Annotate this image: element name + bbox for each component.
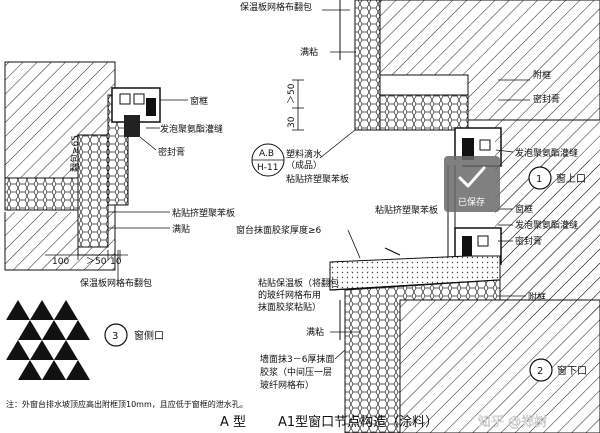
dim-10-label: 10 — [110, 257, 122, 267]
ref-ab-label: A.B — [259, 149, 274, 159]
wall-plaster-1: 墙面抹3－6厚抹面 — [260, 353, 334, 365]
left-detail: 100 ＞50 10 翻包≥65 窗框 发泡聚氨酯灌缝 密封膏 粘贴挤塑聚苯板 … — [0, 61, 235, 289]
left-insulation-horizontal — [4, 177, 84, 211]
insulation-note-1: 粘贴保温板（将翻包 — [258, 277, 339, 289]
foam-joint-left-label: 发泡聚氨酯灌缝 — [160, 123, 223, 135]
dim-100-label: 100 — [52, 257, 69, 267]
sealant-top-label: 密封膏 — [533, 93, 560, 105]
detail-2-marker: 2 窗下口 — [529, 358, 587, 382]
watermark: 知乎 @郑树 — [478, 414, 547, 430]
foam-joint-r2-label: 发泡聚氨酯灌缝 — [515, 219, 578, 231]
dim-v-50-label: ＞50 — [287, 83, 297, 104]
mesh-side-label: 保温板网格布翻包 — [80, 277, 152, 289]
title-main: A1型窗口节点构造（涂料） — [278, 414, 438, 430]
dim-v-30-label: 30 — [287, 116, 297, 128]
extruded-board-left-label: 粘贴挤塑聚苯板 — [172, 207, 235, 219]
footnote: 注：外窗台排水坡顶应高出附框顶10mm，且应低于窗框的泄水孔。 — [6, 399, 248, 409]
manzhan-top-label: 满粘 — [300, 46, 318, 58]
manzhan-bottom-label: 满粘 — [306, 326, 324, 338]
bottom-wall-concrete — [399, 299, 600, 433]
insulation-note-3: 抹面胶浆粘贴） — [258, 301, 321, 313]
detail-1-number: 1 — [536, 174, 542, 185]
triangle-pattern — [6, 300, 90, 380]
right-detail: ＞50 30 保温板网格布翻包 满粘 附框 密封膏 发泡聚氨酯灌缝 A.B H-… — [236, 0, 600, 433]
detail-3-marker: 3 窗侧口 — [104, 323, 164, 347]
drip-sub-label: （成品） — [286, 159, 322, 171]
window-side-label: 窗侧口 — [134, 329, 164, 342]
drip-label: 塑料滴水 — [286, 148, 322, 160]
extruded-board-right-label: 粘贴挤塑聚苯板 — [375, 204, 438, 216]
manzhan-left-label: 满贴 — [172, 223, 190, 235]
foam-joint-top-label: 发泡聚氨酯灌缝 — [515, 147, 578, 159]
window-frame-left-label: 窗框 — [190, 95, 208, 107]
fuzhi-label: 翻包≥65 — [69, 135, 81, 172]
saved-badge[interactable]: 已保存 — [444, 156, 500, 212]
detail-2-number: 2 — [537, 366, 543, 377]
wall-plaster-2: 胶浆（中间压一层 — [260, 366, 332, 378]
check-icon — [458, 166, 486, 188]
detail-3-number: 3 — [112, 331, 118, 342]
left-insulation-vertical — [77, 134, 109, 248]
sill-plaster-label: 窗台抹面胶浆厚度≥6 — [236, 224, 322, 236]
detail-1-marker: 1 窗上口 — [528, 166, 586, 190]
sub-frame-top-label: 附框 — [533, 69, 551, 81]
sub-frame-r2-label: 附框 — [528, 291, 546, 303]
extruded-board-mid-label: 粘贴挤塑聚苯板 — [286, 173, 349, 185]
window-sill — [329, 255, 501, 291]
window-bottom-label: 窗下口 — [557, 364, 587, 377]
sealant-left-label: 密封膏 — [158, 146, 185, 158]
saved-badge-label: 已保存 — [458, 196, 485, 208]
insulation-note-2: 的玻纤网格布用 — [258, 289, 321, 301]
window-top-label: 窗上口 — [556, 172, 586, 185]
top-mesh-label: 保温板网格布翻包 — [240, 1, 312, 13]
window-frame-r2-label: 窗框 — [515, 203, 533, 215]
sealant-r2-label: 密封膏 — [515, 235, 542, 247]
dim-50-label: ＞50 — [86, 257, 107, 267]
ref-num-label: H-11 — [257, 163, 278, 173]
wall-plaster-3: 玻纤网格布） — [260, 379, 314, 391]
title-type: A 型 — [220, 415, 246, 430]
